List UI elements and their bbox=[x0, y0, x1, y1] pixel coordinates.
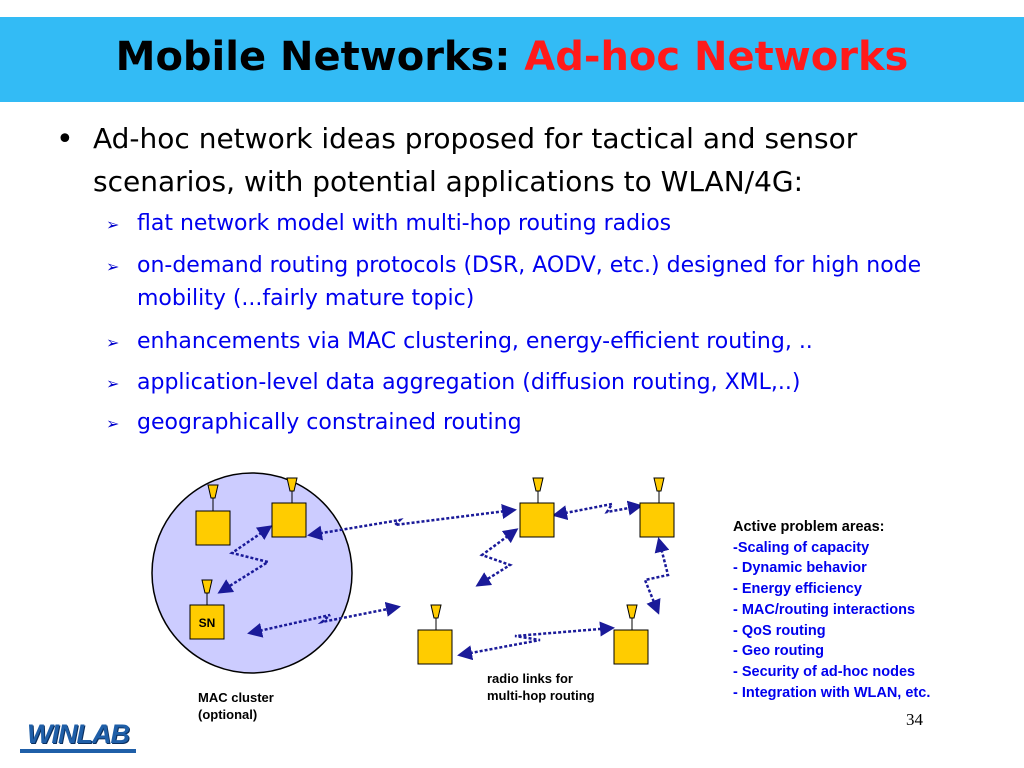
radio-node bbox=[639, 477, 675, 538]
arrow-icon: ➢ bbox=[106, 374, 120, 393]
sub-bullet: geographically constrained routing bbox=[137, 410, 522, 435]
radio-node bbox=[519, 477, 555, 538]
radio-link bbox=[247, 601, 401, 638]
title-main: Mobile Networks: bbox=[115, 34, 511, 80]
logo-underline bbox=[20, 749, 136, 753]
mac-cluster-label-line: MAC cluster bbox=[198, 690, 274, 705]
radio-link bbox=[307, 504, 517, 541]
radio-node bbox=[271, 477, 307, 538]
winlab-logo: WINLAB bbox=[16, 719, 140, 755]
title-accent: Ad-hoc Networks bbox=[524, 34, 909, 80]
page-number: 34 bbox=[906, 710, 923, 729]
problem-area-item: - MAC/routing interactions bbox=[733, 601, 916, 618]
sub-bullet: flat network model with multi-hop routin… bbox=[137, 211, 672, 236]
radio-links-label: radio links for multi-hop routing bbox=[487, 670, 595, 704]
problem-area-item: -Scaling of capacity bbox=[733, 539, 870, 556]
radio-node bbox=[195, 484, 231, 546]
radio-links-label-line: multi-hop routing bbox=[487, 688, 595, 703]
radio-link bbox=[457, 621, 615, 661]
radio-link bbox=[643, 537, 670, 615]
arrow-icon: ➢ bbox=[106, 414, 120, 433]
problem-area-item: - Geo routing bbox=[733, 643, 825, 660]
arrow-icon: ➢ bbox=[106, 257, 120, 276]
problem-area-item: - Security of ad-hoc nodes bbox=[733, 663, 916, 680]
sensor-node bbox=[189, 579, 225, 640]
problem-areas-list: Active problem areas: -Scaling of capaci… bbox=[733, 517, 930, 703]
sn-label: SN bbox=[199, 616, 216, 630]
sub-bullet: on-demand routing protocols (DSR, AODV, … bbox=[137, 253, 922, 311]
mac-cluster-label-line: (optional) bbox=[198, 707, 258, 722]
problem-areas-heading: Active problem areas: bbox=[733, 519, 885, 535]
arrow-icon: ➢ bbox=[106, 333, 120, 352]
mac-cluster-label: MAC cluster (optional) bbox=[198, 689, 274, 723]
radio-node bbox=[417, 604, 453, 665]
title-bar bbox=[0, 17, 1024, 102]
slide-title: Mobile Networks: Ad-hoc Networks bbox=[0, 34, 1024, 80]
problem-area-item: - Dynamic behavior bbox=[733, 560, 867, 577]
radio-links-label-line: radio links for bbox=[487, 671, 573, 686]
problem-area-item: - Energy efficiency bbox=[733, 581, 862, 598]
radio-link bbox=[475, 528, 519, 587]
sub-bullet: application-level data aggregation (diff… bbox=[137, 370, 801, 395]
problem-area-item: - QoS routing bbox=[733, 622, 826, 639]
radio-link bbox=[552, 500, 643, 521]
arrow-icon: ➢ bbox=[106, 215, 120, 234]
logo-text: WINLAB bbox=[27, 719, 130, 749]
radio-link bbox=[217, 525, 273, 594]
radio-node bbox=[613, 604, 649, 665]
problem-area-item: - Integration with WLAN, etc. bbox=[733, 684, 931, 701]
sub-bullet: enhancements via MAC clustering, energy-… bbox=[137, 329, 813, 354]
main-bullet: Ad-hoc network ideas proposed for tactic… bbox=[93, 122, 858, 198]
bullet-dot: • bbox=[56, 122, 74, 157]
